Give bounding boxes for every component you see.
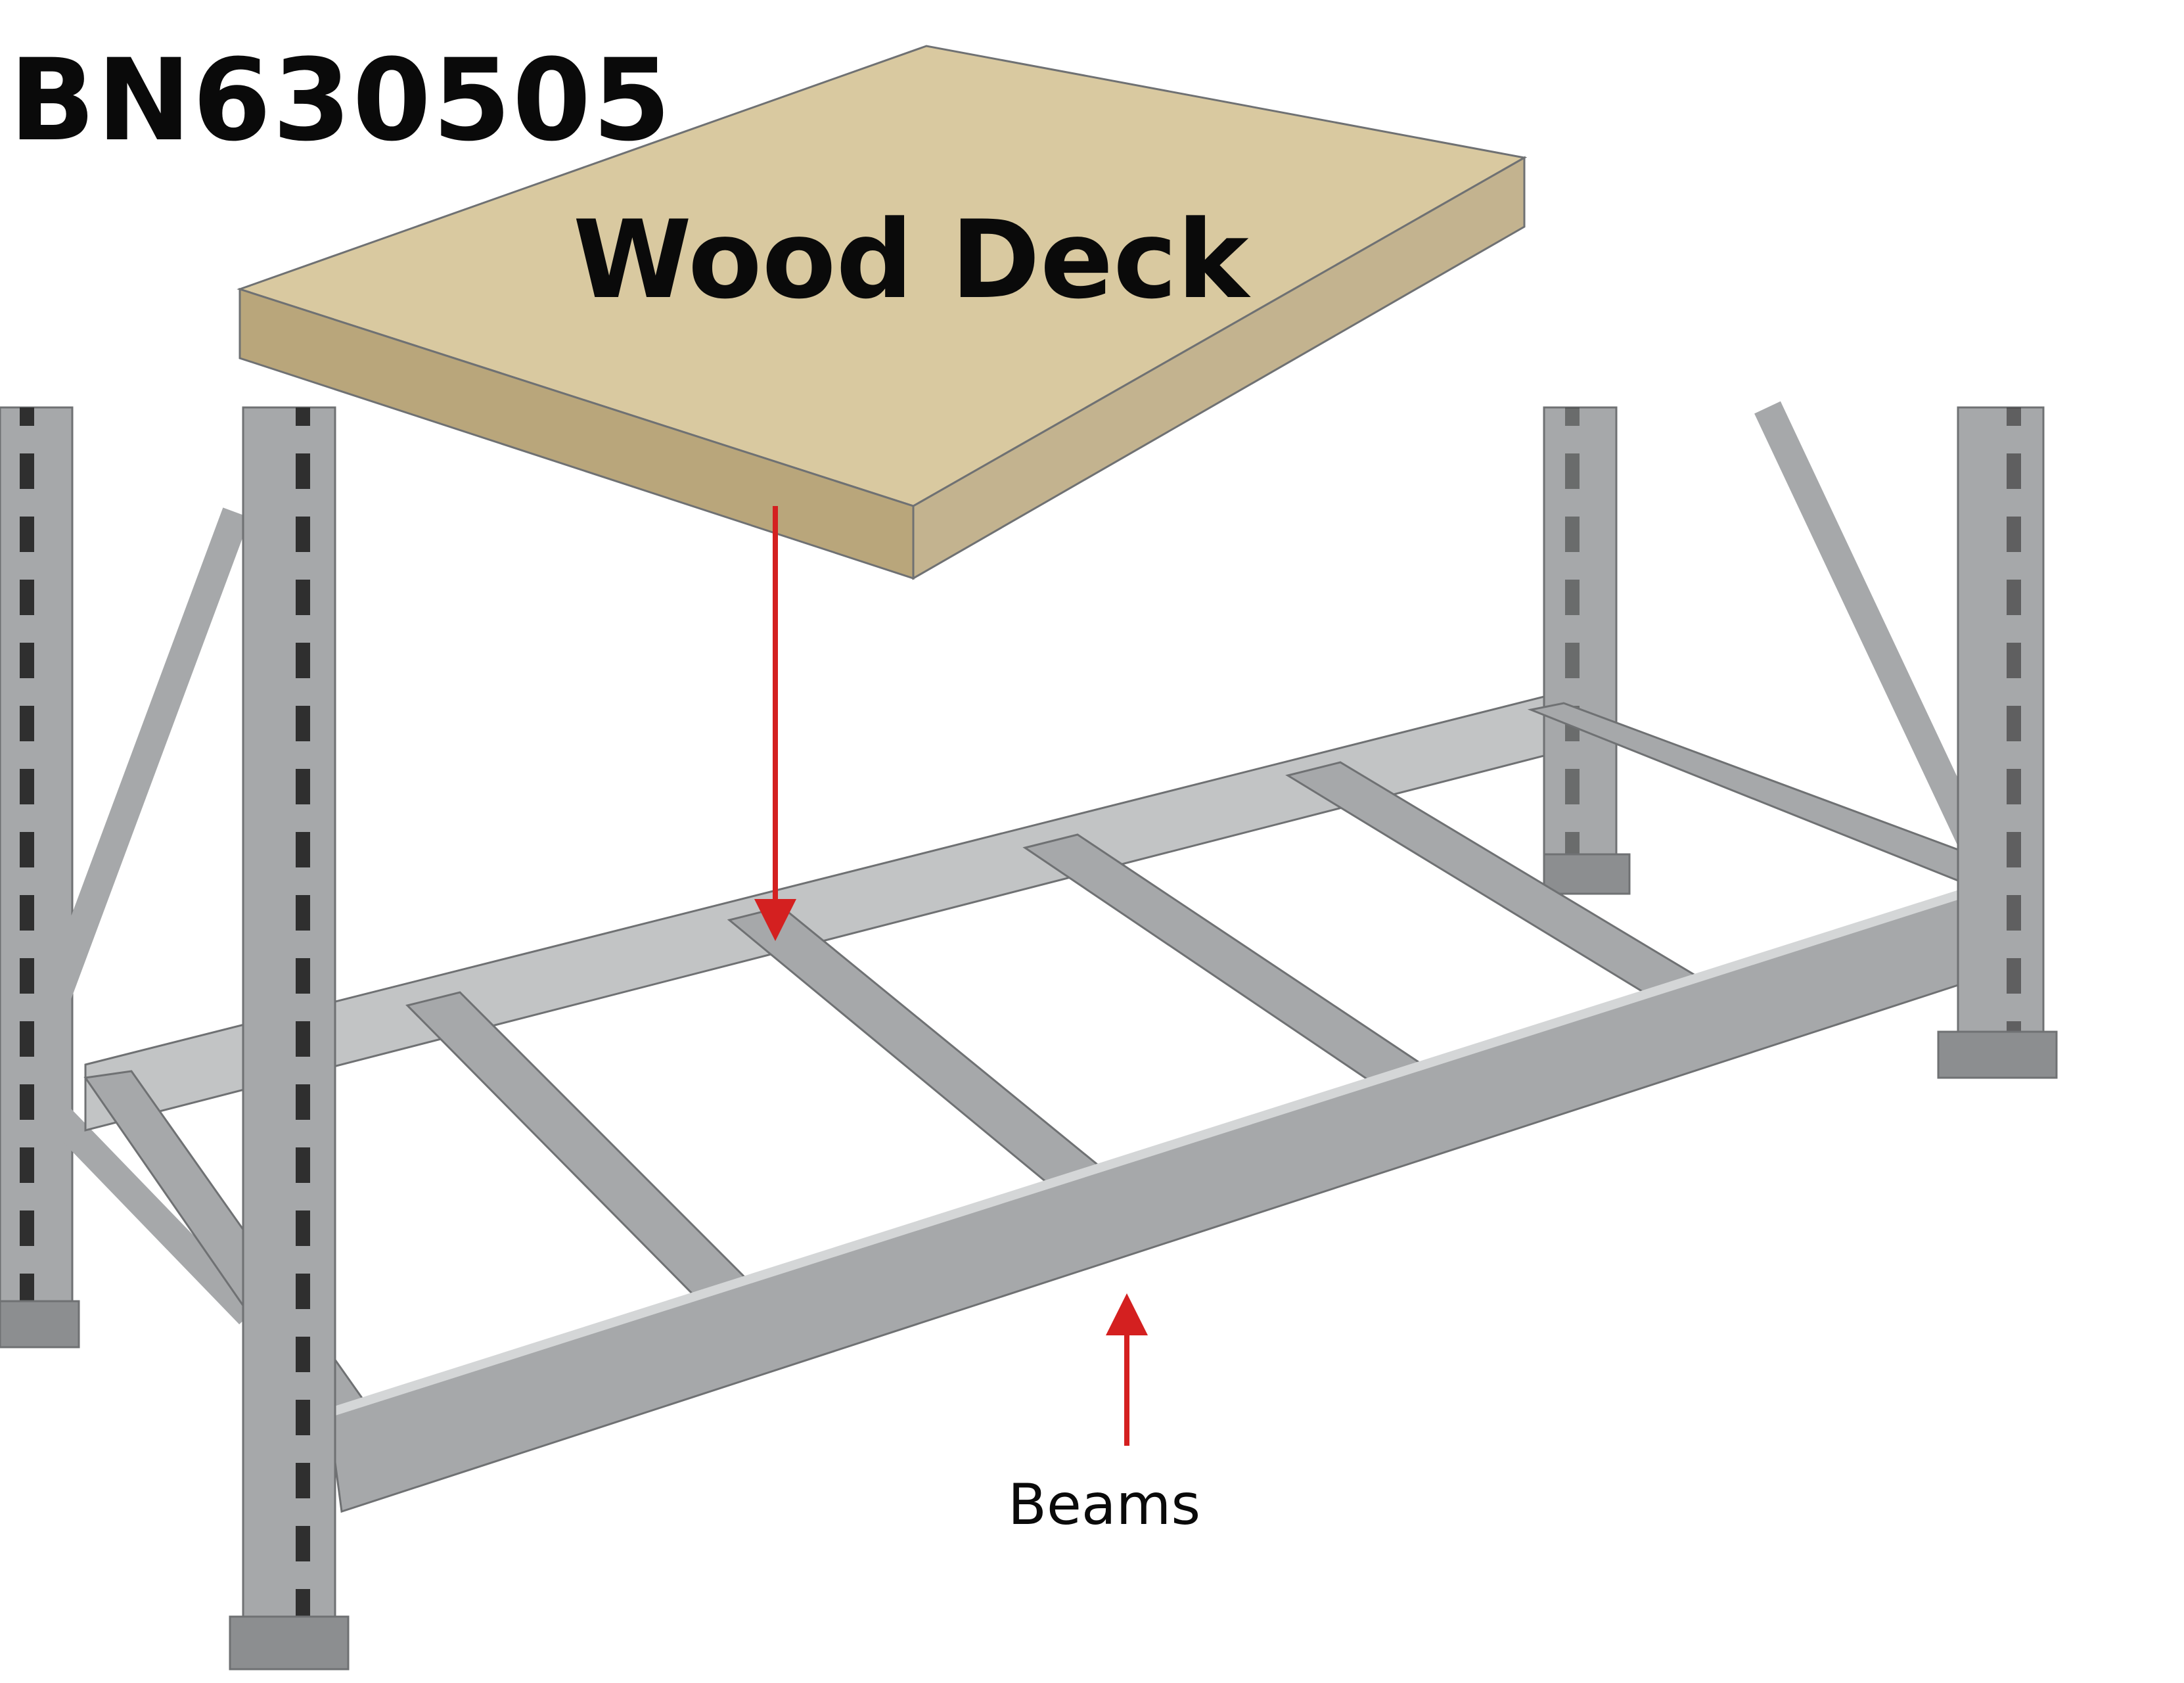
back-right-upright bbox=[1543, 406, 1631, 895]
front-beam-edge bbox=[327, 869, 2026, 1418]
front-left-upright bbox=[229, 406, 350, 1671]
wood-deck-panel bbox=[237, 45, 1528, 580]
left-diagonal-brace bbox=[32, 507, 250, 1030]
product-code: BN630505 bbox=[9, 34, 673, 166]
front-right-upright bbox=[1937, 406, 2058, 1079]
wood-deck-label: Wood Deck bbox=[573, 197, 1249, 323]
left-lower-brace bbox=[49, 1107, 260, 1325]
beams-label: Beams bbox=[1008, 1472, 1201, 1538]
cross-supports bbox=[405, 761, 1704, 1299]
back-left-upright bbox=[0, 406, 80, 1349]
right-diagonal-brace bbox=[1754, 401, 1991, 861]
